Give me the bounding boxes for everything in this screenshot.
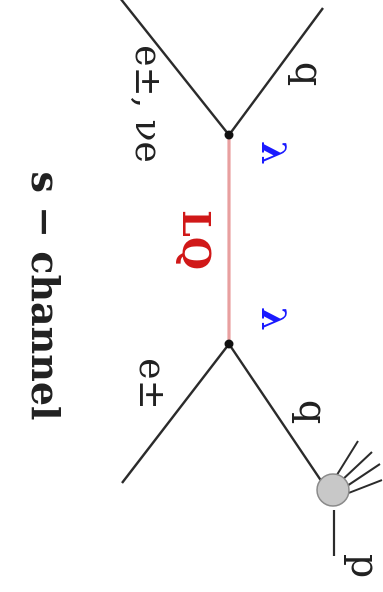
proton-label: p: [343, 554, 383, 578]
outgoing-lepton-line: [120, 0, 230, 136]
outgoing-lepton-label: e±, νe: [127, 45, 168, 163]
outgoing-quark-line: [228, 7, 324, 136]
upper-vertex: [224, 130, 234, 140]
lower-coupling-label: λ: [253, 307, 293, 331]
incoming-lepton-label: e±: [131, 358, 172, 409]
proton-remnant-line-2: [339, 451, 373, 483]
proton-remnant-line-1: [334, 440, 359, 479]
lower-vertex: [224, 339, 234, 349]
leptoquark-label: LQ: [174, 210, 219, 270]
proton-remnant-line-3: [343, 463, 381, 489]
incoming-lepton-line: [121, 343, 230, 484]
proton-blob: [316, 473, 350, 507]
outgoing-quark-label: q: [287, 62, 331, 86]
proton-remnant-line-4: [345, 479, 383, 495]
upper-coupling-label: λ: [253, 141, 293, 165]
incoming-quark-label: q: [291, 400, 335, 424]
diagram-title: s − channel: [23, 172, 68, 421]
incoming-quark-line: [228, 343, 327, 489]
